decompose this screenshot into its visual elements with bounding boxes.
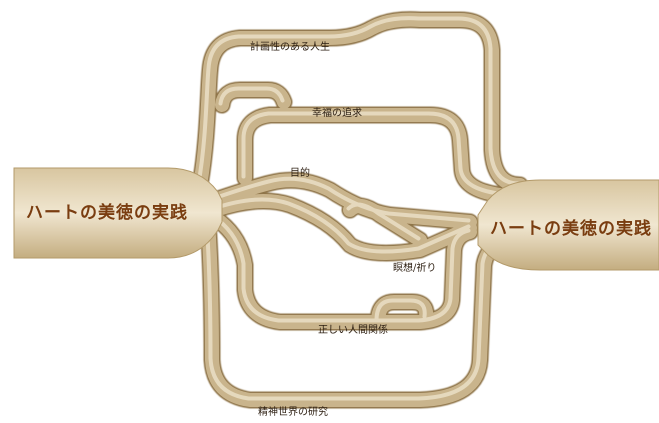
right-block: ハートの美徳の実践 (477, 179, 659, 271)
label-meditation-prayer: 瞑想/祈り (393, 261, 436, 274)
label-pursuit-happiness: 幸福の追求 (312, 106, 362, 119)
right-block-label: ハートの美徳の実践 (490, 218, 652, 239)
label-purpose: 目的 (290, 166, 310, 179)
left-block: ハートの美徳の実践 (13, 167, 223, 259)
label-spiritual-study: 精神世界の研究 (258, 405, 328, 418)
label-right-relationships: 正しい人間関係 (318, 324, 388, 336)
pipe-highlights (196, 16, 521, 401)
left-block-label: ハートの美徳の実践 (26, 202, 188, 223)
label-planned-life: 計画性のある人生 (250, 40, 330, 53)
